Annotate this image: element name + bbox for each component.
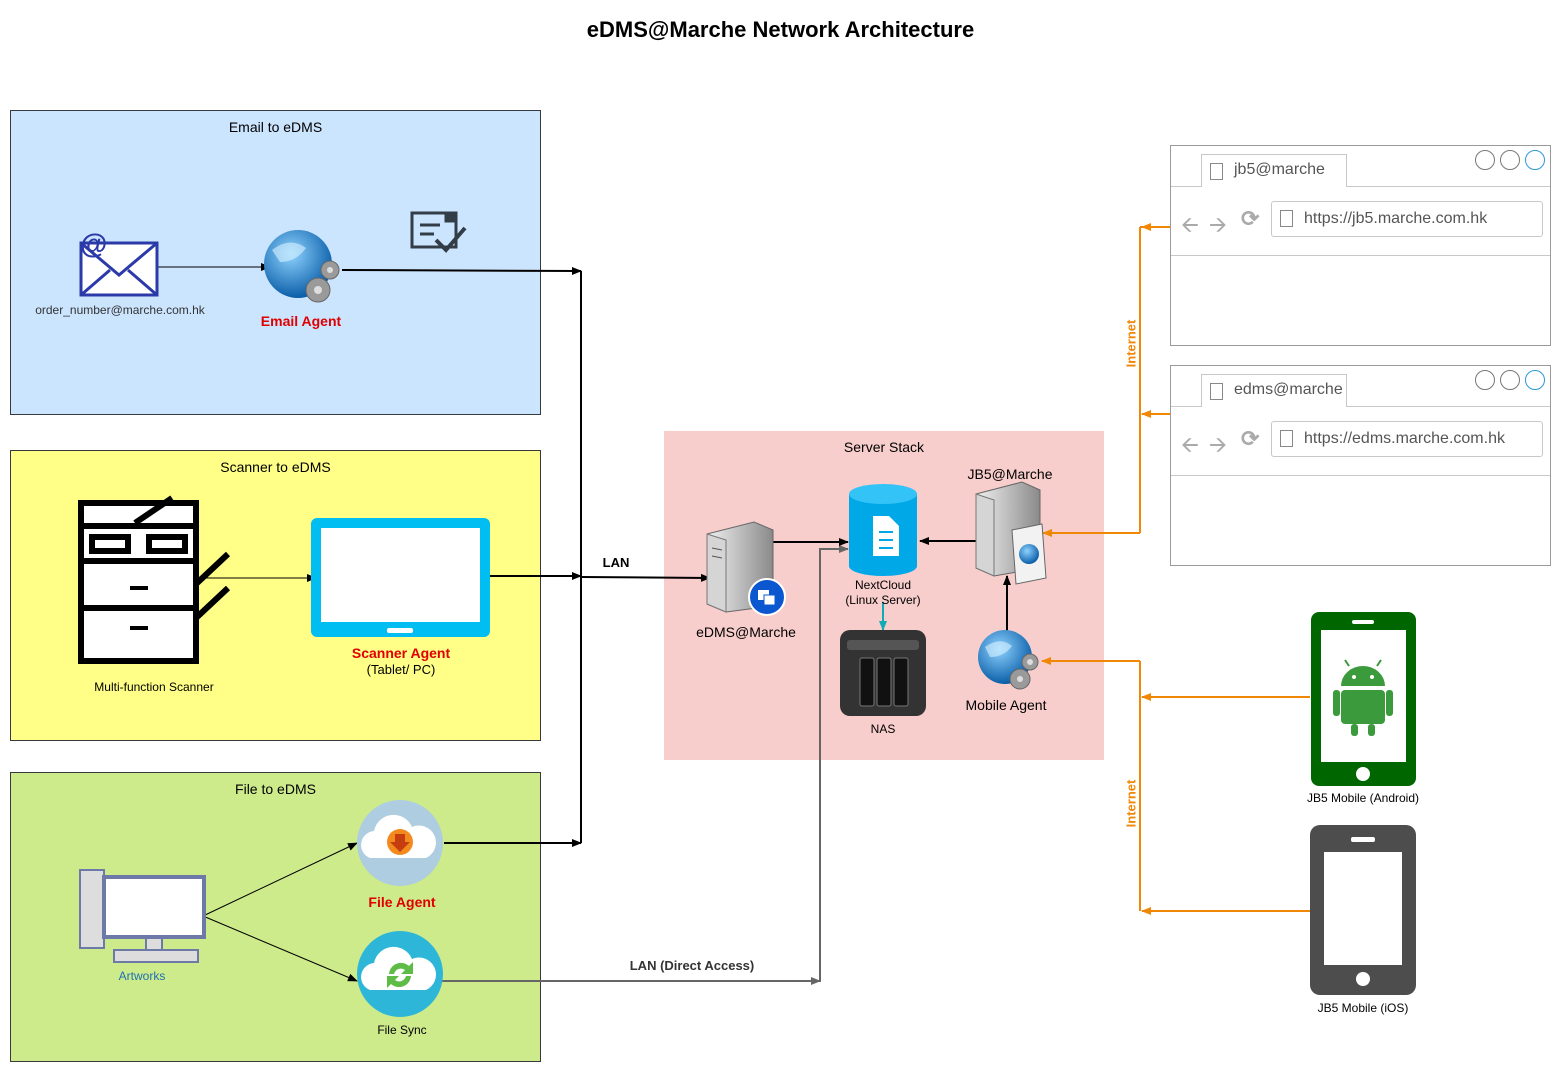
file-group-title: File to eDMS (235, 781, 316, 797)
page-icon (1280, 430, 1293, 447)
mobile-agent-label: Mobile Agent (965, 697, 1047, 713)
lan-label: LAN (602, 555, 630, 570)
address-bar[interactable]: https://edms.marche.com.hk (1271, 421, 1543, 457)
nextcloud-sublabel: (Linux Server) (845, 593, 921, 607)
email-address-label: order_number@marche.com.hk (35, 303, 205, 317)
edms-server-icon (706, 521, 786, 616)
close-icon[interactable] (1525, 370, 1545, 390)
scanner-agent-sublabel: (Tablet/ PC) (366, 662, 436, 677)
nextcloud-database-icon (849, 484, 917, 576)
server-stack-title: Server Stack (843, 439, 925, 455)
browser-tab[interactable]: jb5@marche (1201, 154, 1347, 187)
minimize-icon[interactable] (1475, 370, 1495, 390)
nas-label: NAS (870, 722, 896, 736)
android-mobile-label: JB5 Mobile (Android) (1306, 791, 1420, 805)
lan-direct-label: LAN (Direct Access) (629, 958, 755, 973)
page-icon (1210, 163, 1223, 180)
nas-icon (840, 630, 926, 716)
nextcloud-label: NextCloud (854, 578, 912, 592)
browser-toolbar-divider (1171, 475, 1550, 476)
close-icon[interactable] (1525, 150, 1545, 170)
page-icon (1210, 383, 1223, 400)
scanner-agent-label: Scanner Agent (351, 645, 451, 661)
email-agent-to-bus-line (341, 266, 582, 275)
forward-icon[interactable]: 🡪 (1209, 432, 1227, 457)
artworks-to-file-agent-line (202, 842, 358, 917)
lan-to-edms-line (580, 573, 711, 582)
diagram-title: eDMS@Marche Network Architecture (586, 17, 975, 42)
internet-top-label: Internet (1123, 319, 1139, 368)
email-icon: @ (79, 228, 159, 297)
forward-icon[interactable]: 🡪 (1209, 212, 1227, 237)
ios-phone-icon (1310, 825, 1416, 995)
file-sync-label: File Sync (377, 1023, 427, 1037)
lan-direct-line (441, 545, 849, 982)
artworks-label: Artworks (118, 969, 166, 983)
browser-tab[interactable]: edms@marche (1201, 374, 1347, 407)
browser-tab-label: jb5@marche (1234, 161, 1325, 178)
maximize-icon[interactable] (1500, 150, 1520, 170)
browser-toolbar-divider (1171, 255, 1550, 256)
browser-tabstrip (1171, 366, 1550, 407)
browser-window-jb5: jb5@marche 🡨 🡪 ⟳ https://jb5.marche.com.… (1170, 145, 1551, 346)
scanner-device-label: Multi-function Scanner (94, 680, 214, 694)
approval-icon (410, 211, 467, 253)
mobile-agent-globe-icon (978, 630, 1039, 690)
back-icon[interactable]: 🡨 (1181, 432, 1199, 457)
browser-window-edms: edms@marche 🡨 🡪 ⟳ https://edms.marche.co… (1170, 365, 1551, 566)
file-sync-icon (357, 931, 443, 1017)
page-icon (1280, 210, 1293, 227)
ios-mobile-label: JB5 Mobile (iOS) (1317, 1001, 1409, 1015)
address-bar[interactable]: https://jb5.marche.com.hk (1271, 201, 1543, 237)
edms-server-label: eDMS@Marche (696, 624, 796, 640)
scanner-icon (78, 495, 231, 664)
browser-tabstrip (1171, 146, 1550, 187)
address-bar-url: https://edms.marche.com.hk (1304, 430, 1505, 447)
minimize-icon[interactable] (1475, 150, 1495, 170)
scanner-group-title: Scanner to eDMS (220, 459, 331, 475)
file-agent-icon (357, 800, 443, 886)
jb5-server-icon (975, 481, 1047, 585)
email-agent-label: Email Agent (260, 313, 342, 329)
file-agent-label: File Agent (368, 894, 436, 910)
address-bar-url: https://jb5.marche.com.hk (1304, 210, 1488, 227)
email-group-title: Email to eDMS (228, 119, 323, 135)
android-logo-icon (1333, 659, 1393, 736)
computer-icon (79, 869, 206, 963)
android-phone-icon (1311, 612, 1416, 786)
jb5-server-label: JB5@Marche (967, 466, 1053, 482)
reload-icon[interactable]: ⟳ (1241, 206, 1260, 231)
svg-text:@: @ (80, 228, 107, 259)
email-agent-globe-icon (264, 230, 340, 303)
maximize-icon[interactable] (1500, 370, 1520, 390)
browser-tab-label: edms@marche (1234, 381, 1343, 398)
back-icon[interactable]: 🡨 (1181, 212, 1199, 237)
reload-icon[interactable]: ⟳ (1241, 426, 1260, 451)
tablet-icon (311, 518, 490, 637)
internet-bottom-label: Internet (1123, 779, 1139, 828)
artworks-to-file-sync-line (202, 915, 358, 982)
